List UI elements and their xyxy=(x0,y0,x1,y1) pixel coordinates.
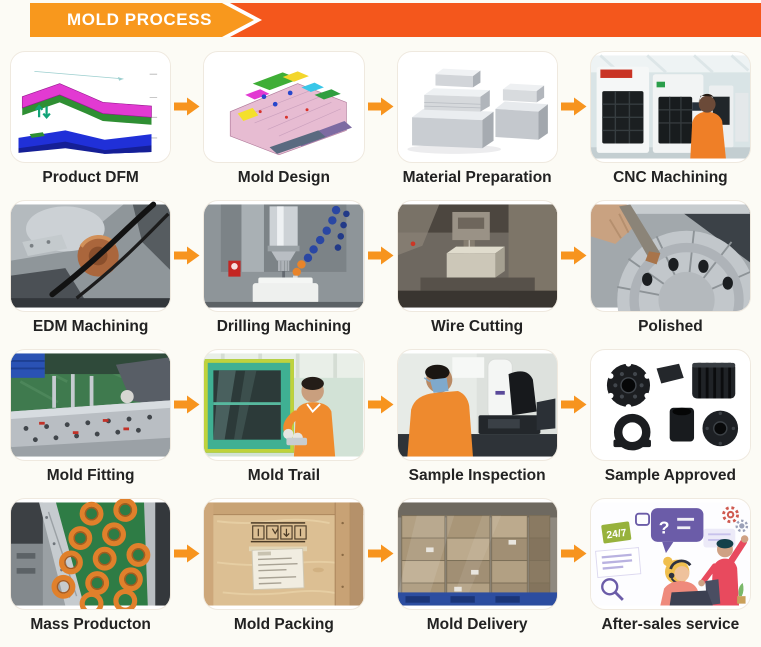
step-cell-sample-inspection: Sample Inspection xyxy=(396,349,558,486)
flow-arrow-icon xyxy=(174,349,200,486)
step-cell-wire-cutting: Wire Cutting xyxy=(396,200,558,337)
cnc-workshop-image xyxy=(589,51,751,163)
process-grid: Product DFM xyxy=(0,37,761,635)
flow-arrow-icon xyxy=(367,349,394,486)
page-title: MOLD PROCESS xyxy=(67,10,213,29)
step-cell-mold-packing: Mold Packing xyxy=(203,498,365,635)
step-cell-cnc-machining: CNC Machining xyxy=(589,51,751,188)
step-label-mass-producton: Mass Producton xyxy=(30,616,151,633)
question-bubble xyxy=(650,508,704,542)
step-label-cnc-machining: CNC Machining xyxy=(613,169,728,186)
step-label-mold-trail: Mold Trail xyxy=(247,467,321,484)
step-cell-mold-fitting: Mold Fitting xyxy=(10,349,172,486)
flow-arrow-icon xyxy=(560,200,587,337)
injection-machine-image xyxy=(203,349,365,461)
flow-arrow-icon xyxy=(367,498,394,635)
step-label-polished: Polished xyxy=(638,318,703,335)
step-label-edm-machining: EDM Machining xyxy=(32,318,149,335)
edm-machine-image xyxy=(10,200,172,312)
step-cell-polished: Polished xyxy=(589,200,751,337)
step-label-product-dfm: Product DFM xyxy=(42,169,139,186)
process-row-2: EDM Machining xyxy=(10,200,751,337)
step-cell-material-preparation: Material Preparation xyxy=(396,51,558,188)
step-label-mold-delivery: Mold Delivery xyxy=(426,616,528,633)
drilling-spindle-image xyxy=(203,200,365,312)
step-cell-sample-approved: Sample Approved xyxy=(589,349,751,486)
step-cell-edm-machining: EDM Machining xyxy=(10,200,172,337)
flow-arrow-icon xyxy=(560,349,587,486)
mold-fitting-image xyxy=(10,349,172,461)
question-glyph: ? xyxy=(658,517,669,537)
flow-arrow-icon xyxy=(174,498,200,635)
step-label-wire-cutting: Wire Cutting xyxy=(431,318,524,335)
step-cell-after-sales: 24/7 ? xyxy=(589,498,751,635)
process-row-1: Product DFM xyxy=(10,51,751,188)
step-label-mold-packing: Mold Packing xyxy=(233,616,334,633)
steel-blocks-image xyxy=(396,51,558,163)
wire-cut-machine-image xyxy=(396,200,558,312)
conveyor-parts-image xyxy=(10,498,172,610)
step-label-mold-design: Mold Design xyxy=(237,169,330,186)
badge-24-7: 24/7 xyxy=(601,521,632,544)
process-row-4: Mass Producton xyxy=(10,498,751,635)
flow-arrow-icon xyxy=(174,200,200,337)
flow-arrow-icon xyxy=(560,51,587,188)
step-cell-product-dfm: Product DFM xyxy=(10,51,172,188)
mold-process-banner: MOLD PROCESS xyxy=(30,3,761,37)
badge-24-7-label: 24/7 xyxy=(606,528,628,542)
stacked-boxes-image xyxy=(396,498,558,610)
step-cell-mold-trail: Mold Trail xyxy=(203,349,365,486)
black-plastic-parts-image xyxy=(589,349,751,461)
process-row-3: Mold Fitting xyxy=(10,349,751,486)
magnifier-icon xyxy=(600,578,619,596)
measuring-machine-image xyxy=(396,349,558,461)
step-label-sample-approved: Sample Approved xyxy=(604,467,736,484)
customer-service-illustration: 24/7 ? xyxy=(589,498,751,610)
step-cell-mold-delivery: Mold Delivery xyxy=(396,498,558,635)
polished-part-image xyxy=(589,200,751,312)
step-cell-mold-design: Mold Design xyxy=(203,51,365,188)
step-label-drilling-machining: Drilling Machining xyxy=(216,318,352,335)
cad-mold-assembly-image xyxy=(203,51,365,163)
step-cell-drilling-machining: Drilling Machining xyxy=(203,200,365,337)
step-label-sample-inspection: Sample Inspection xyxy=(408,467,546,484)
flow-arrow-icon xyxy=(560,498,587,635)
banner-ribbon-shape xyxy=(30,3,761,37)
step-cell-mass-producton: Mass Producton xyxy=(10,498,172,635)
flow-arrow-icon xyxy=(367,200,394,337)
step-label-material-preparation: Material Preparation xyxy=(402,169,552,186)
step-label-mold-fitting: Mold Fitting xyxy=(46,467,135,484)
cad-part-dfm-image xyxy=(10,51,172,163)
flow-arrow-icon xyxy=(367,51,394,188)
gear-icon xyxy=(721,506,739,524)
flow-arrow-icon xyxy=(174,51,200,188)
wooden-crate-image xyxy=(203,498,365,610)
step-label-after-sales: After-sales service xyxy=(601,616,740,633)
